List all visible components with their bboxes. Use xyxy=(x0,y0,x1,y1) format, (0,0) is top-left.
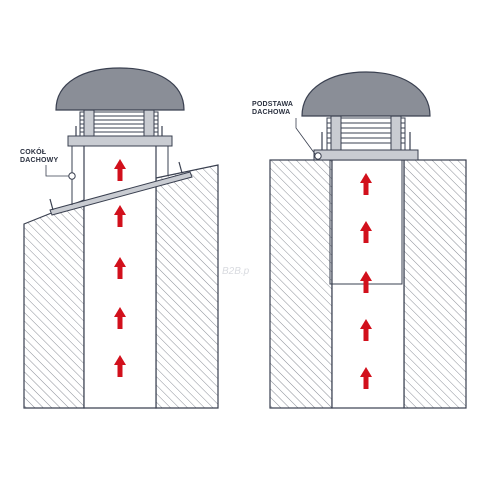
left-wall-right xyxy=(155,164,219,409)
left-fan-base xyxy=(67,135,173,147)
left-label-line2: DACHOWY xyxy=(20,157,58,164)
left-roof-fan-icon xyxy=(55,67,185,137)
right-label-line1: PODSTAWA xyxy=(252,101,293,108)
right-wall-right xyxy=(403,159,467,409)
watermark-text: B2B.p xyxy=(222,266,250,277)
right-label-line2: DACHOWA xyxy=(252,109,290,116)
left-label-leader xyxy=(45,165,69,177)
right-label-marker xyxy=(314,152,322,160)
left-screw-icon-1 xyxy=(49,198,54,211)
left-roof-plate xyxy=(49,171,193,216)
right-wall-left xyxy=(269,159,333,409)
right-label-leader xyxy=(295,118,316,155)
left-installation: COKÓŁ DACHOWY xyxy=(20,67,219,409)
left-label-line1: COKÓŁ xyxy=(20,147,47,156)
right-installation: PODSTAWA DACHOWA xyxy=(252,71,467,409)
left-label-marker xyxy=(68,172,76,180)
right-roof-fan-icon xyxy=(301,71,431,151)
right-roof-base xyxy=(313,149,419,161)
left-wall-left xyxy=(23,199,85,409)
left-screw-icon-2 xyxy=(178,161,183,174)
